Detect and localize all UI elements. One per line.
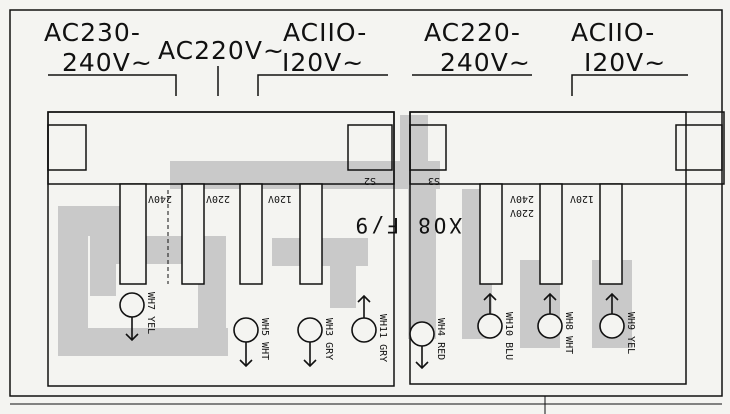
terminal-wh7 (119, 292, 145, 318)
label-ac220-240-line1: AC220- (424, 18, 521, 47)
wire-label-wh9: WH9 YEL (625, 312, 636, 354)
terminal-wh9 (599, 313, 625, 339)
tap-pins (119, 183, 623, 285)
terminal-wh8 (537, 313, 563, 339)
label-ac220-240-line2: 240V~ (440, 48, 531, 77)
tap-label-240: 240V (148, 193, 172, 204)
label-ac230-line2: 240V~ (62, 48, 153, 77)
terminal-wh5 (233, 317, 259, 343)
terminal-wh3 (297, 317, 323, 343)
arrow-wh7-head (125, 333, 139, 342)
label-ac110-right-line1: ACIIO- (571, 18, 656, 47)
terminal-wh10 (477, 313, 503, 339)
wire-label-wh4: WH4 RED (435, 318, 446, 360)
label-ac110-right-line2: I20V~ (584, 48, 667, 77)
tap-labels: 240V 220V 120V 240V 220V 120V S2 S3 XO8 … (148, 175, 594, 237)
label-ac110-left-line2: I20V~ (282, 48, 365, 77)
board-code: XO8 F/9 (352, 213, 462, 237)
pin-r220-240 (479, 183, 503, 285)
pin-120 (239, 183, 263, 285)
arrow-wh10-head (483, 292, 497, 301)
arrow-wh3-head (303, 359, 317, 368)
tap-label-r220: 220V (510, 207, 534, 218)
wire-label-wh10: WH10 BLU (503, 312, 514, 360)
connector-right-tab-a (409, 124, 447, 171)
label-ac230-line1: AC230- (44, 18, 141, 47)
tap-label-120: 120V (268, 193, 292, 204)
label-ac110-left-line1: ACIIO- (283, 18, 368, 47)
pin-r120 (599, 183, 623, 285)
tap-label-r240: 240V (510, 193, 534, 204)
switch-label-s2: S2 (364, 175, 376, 186)
wire-label-wh3: WH3 GRY (323, 318, 334, 360)
leader-ac110-left (257, 74, 388, 96)
wire-labels: WH7 YEL WH5 WHT WH3 GRY WH11 GRY WH4 RED… (145, 292, 636, 362)
arrow-wh5-head (239, 359, 253, 368)
arrow-wh9-head (605, 292, 619, 301)
arrow-wh4-head (415, 361, 429, 370)
connectors (47, 111, 725, 387)
wire-label-wh8: WH8 WHT (563, 312, 574, 354)
connector-left-tab-b (347, 124, 393, 171)
leader-lines (48, 66, 688, 96)
arrow-wh11-head (357, 294, 371, 303)
terminal-wh11 (351, 317, 377, 343)
connector-left-tab-a (47, 124, 87, 171)
leader-ac230 (48, 74, 177, 96)
trace-left-hook (90, 236, 116, 296)
arrow-wh8-head (543, 292, 557, 301)
label-ac220: AC220V~ (158, 36, 285, 65)
outer-frame (9, 9, 723, 397)
pin-220 (181, 183, 205, 285)
trace-wh4-stem (408, 189, 436, 339)
connector-right-tab-b (675, 124, 723, 171)
wire-label-wh11: WH11 GRY (377, 314, 388, 362)
pin-240 (119, 183, 147, 285)
pin-wh11 (299, 183, 323, 285)
trace-wh11-stem (330, 238, 356, 308)
connector-right-header (409, 111, 725, 185)
trace-bridge (400, 115, 428, 189)
wire-label-wh5: WH5 WHT (259, 318, 270, 360)
tap-label-220: 220V (206, 193, 230, 204)
terminal-wh4 (409, 321, 435, 347)
wire-label-wh7: WH7 YEL (145, 292, 156, 334)
switch-label-s3: S3 (428, 175, 440, 186)
tap-label-r120: 120V (570, 193, 594, 204)
pin-r-mid (539, 183, 563, 285)
leader-ac110-right (571, 74, 688, 96)
wire-terminals (119, 292, 625, 370)
